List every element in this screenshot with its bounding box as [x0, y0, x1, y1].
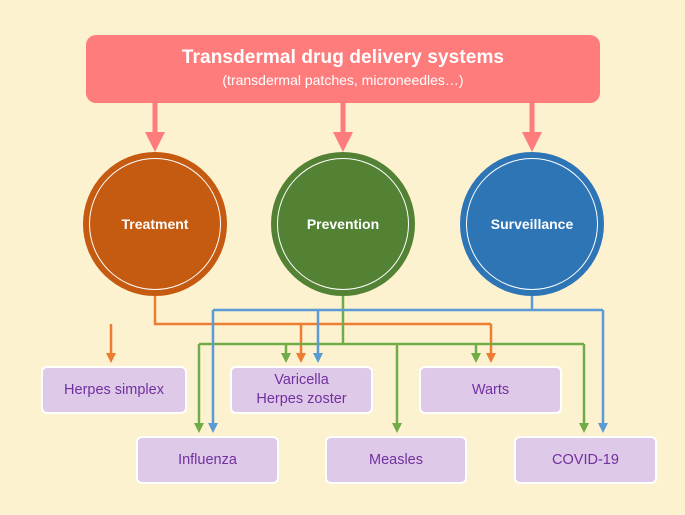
- treatment-label: Treatment: [121, 216, 189, 232]
- prevention-connectors: [194, 296, 589, 433]
- disease-varicella-herpes-zoster: Varicella Herpes zoster: [230, 366, 373, 414]
- prevention-node: Prevention: [271, 152, 415, 296]
- disease-herpes-simplex: Herpes simplex: [41, 366, 187, 414]
- herpes-simplex-label: Herpes simplex: [64, 381, 164, 398]
- surveillance-node: Surveillance: [460, 152, 604, 296]
- prevention-label: Prevention: [306, 216, 380, 232]
- tdds-banner: Transdermal drug delivery systems (trans…: [86, 35, 600, 103]
- treatment-node: Treatment: [83, 152, 227, 296]
- warts-label: Warts: [471, 381, 510, 398]
- disease-measles: Measles: [325, 436, 467, 484]
- influenza-label: Influenza: [178, 451, 237, 468]
- herpes-zoster-label: Herpes zoster: [256, 391, 347, 407]
- treatment-connectors: [106, 296, 496, 363]
- surveillance-connectors: [208, 296, 608, 433]
- disease-warts: Warts: [419, 366, 562, 414]
- covid-19-label: COVID-19: [552, 451, 619, 468]
- banner-subtitle: (transdermal patches, microneedles…): [222, 72, 464, 88]
- disease-influenza: Influenza: [136, 436, 279, 484]
- surveillance-label: Surveillance: [490, 216, 574, 232]
- banner-title: Transdermal drug delivery systems: [181, 47, 505, 68]
- varicella-label: Varicella: [274, 372, 329, 388]
- disease-covid-19: COVID-19: [514, 436, 657, 484]
- measles-label: Measles: [369, 451, 423, 468]
